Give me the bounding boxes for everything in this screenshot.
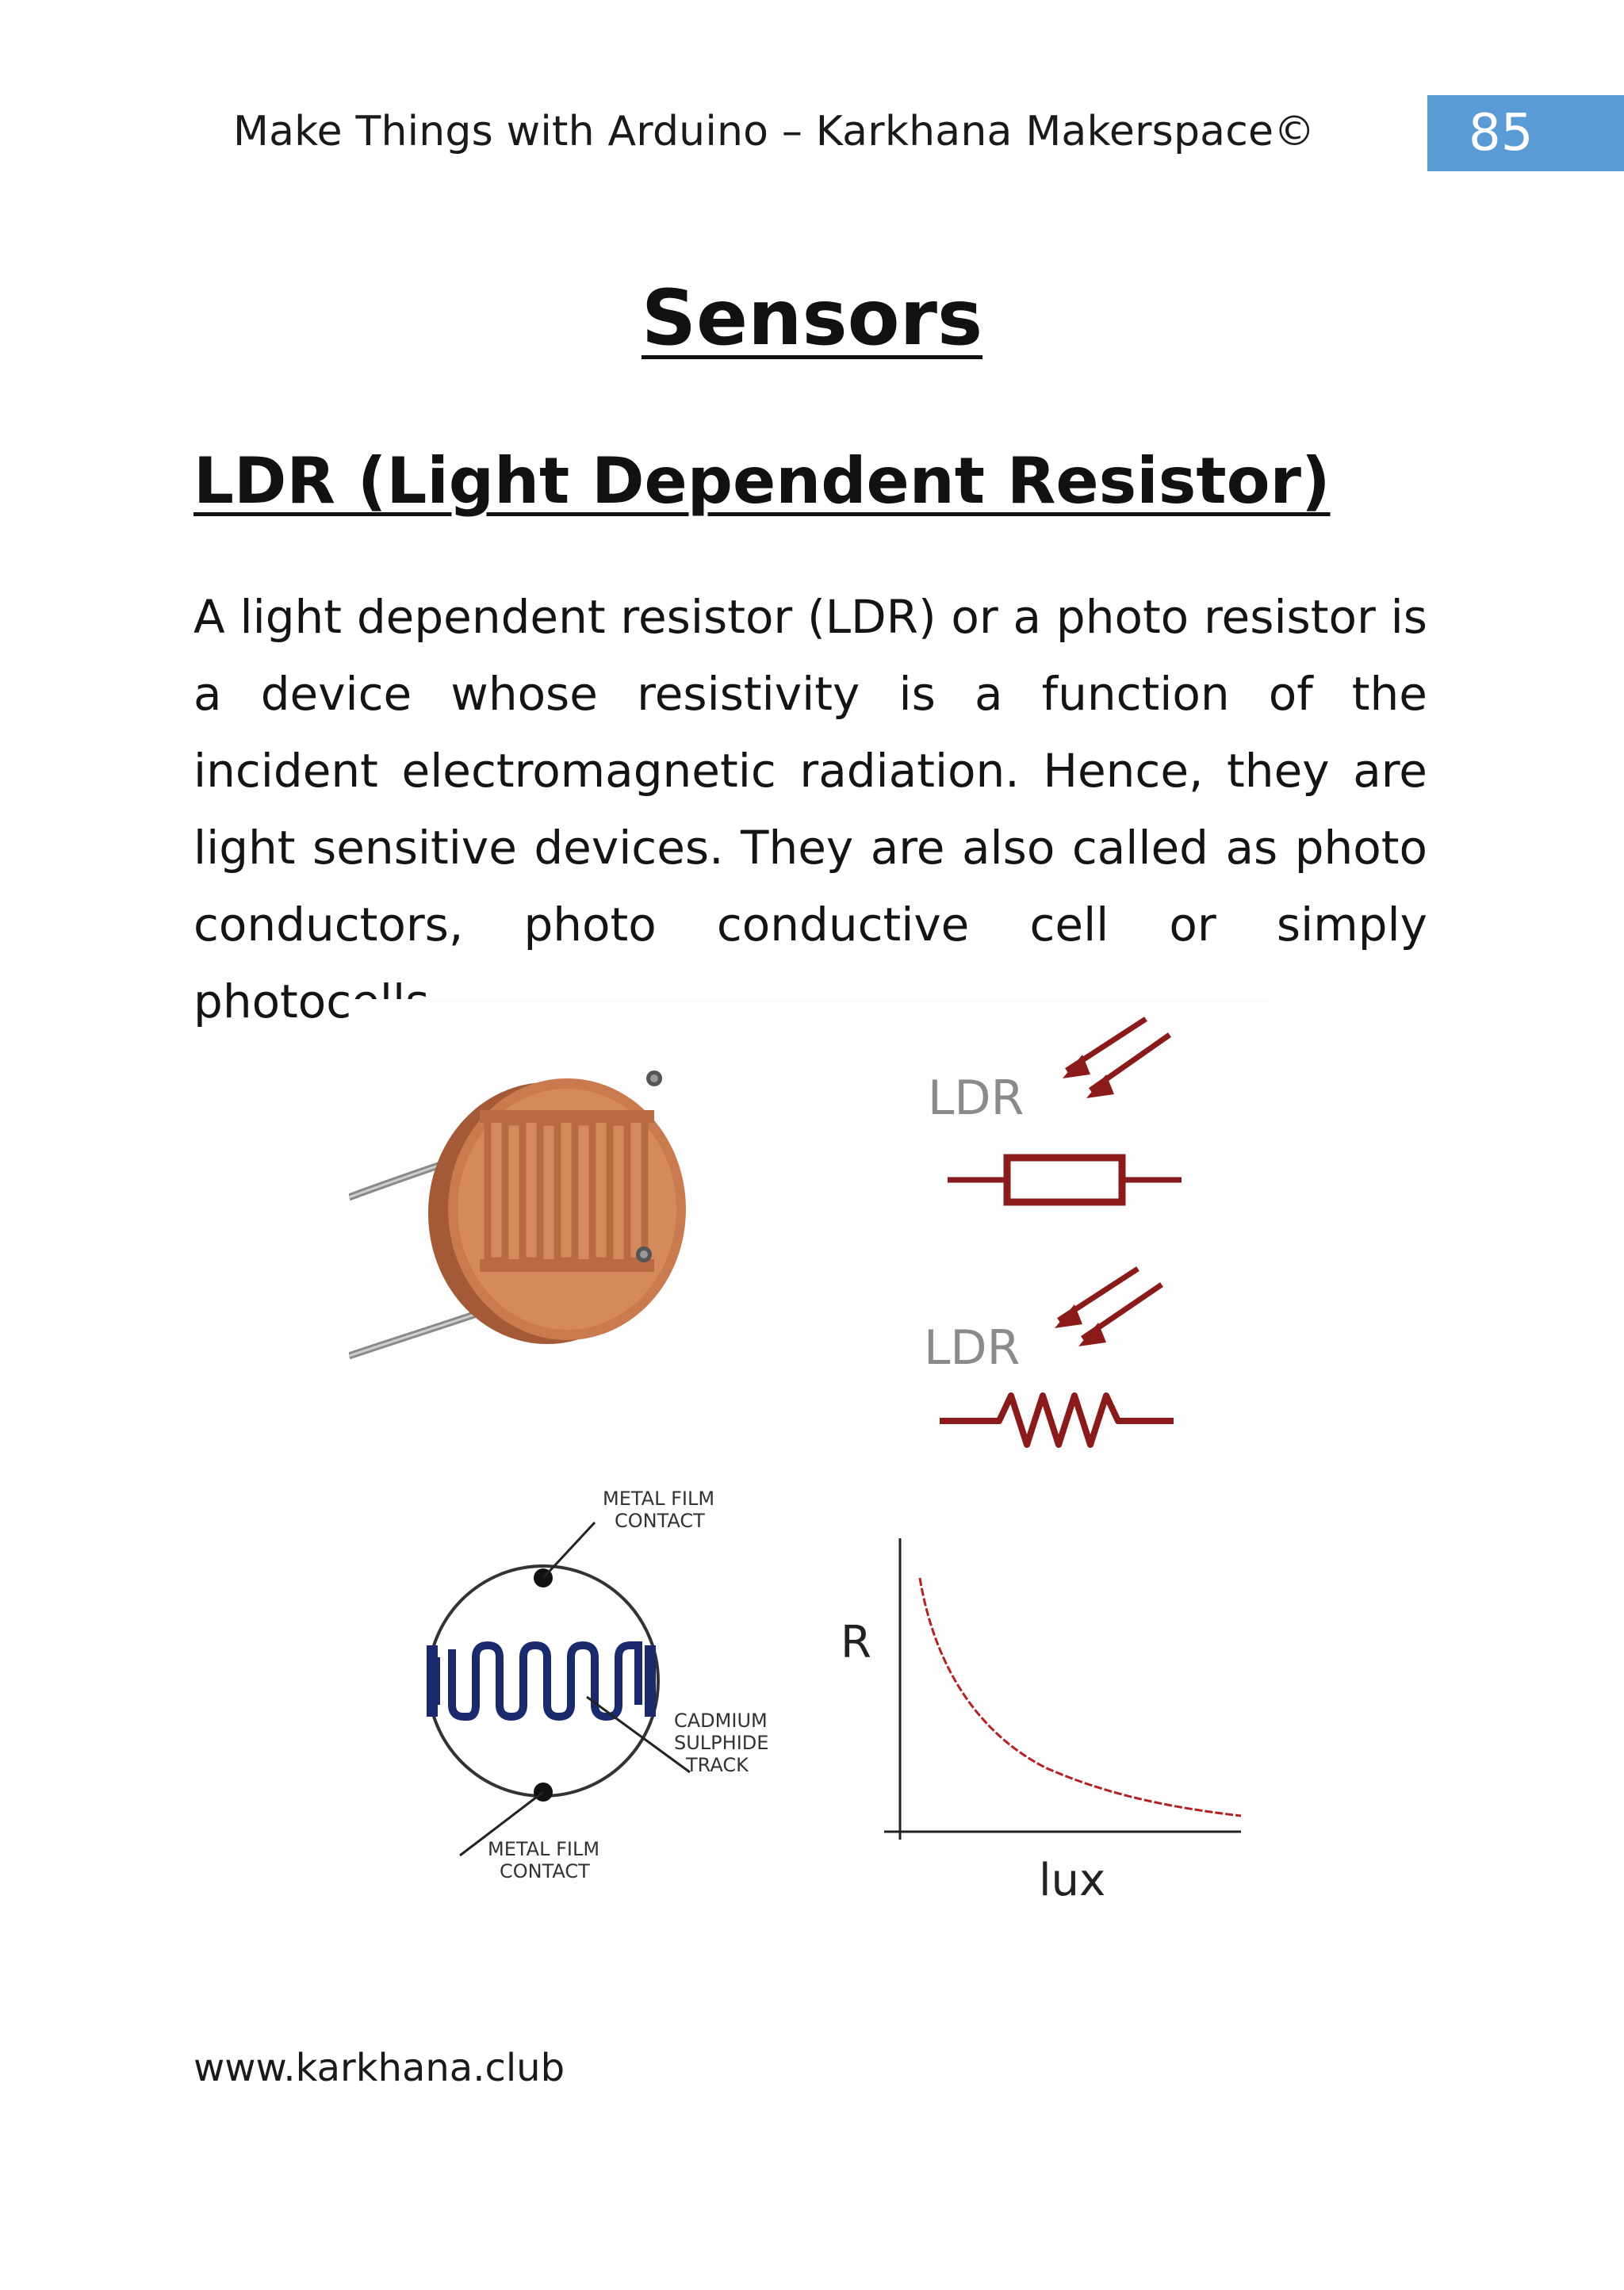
graph-y-label: R xyxy=(841,1617,871,1668)
label-cadmium: CADMIUM xyxy=(674,1710,768,1732)
label-sulphide: SULPHIDE xyxy=(674,1732,768,1754)
footer-url: www.karkhana.club xyxy=(193,2046,565,2090)
resistance-vs-lux-graph: R lux xyxy=(841,1538,1242,1906)
label-track: TRACK xyxy=(685,1754,749,1776)
page-number-badge: 85 xyxy=(1427,95,1624,171)
ldr-component-photo xyxy=(347,1070,686,1360)
section-heading: LDR (Light Dependent Resistor) xyxy=(193,444,1331,518)
header-title: Make Things with Arduino – Karkhana Make… xyxy=(233,108,1316,155)
label-metal-film-top-1: METAL FILM xyxy=(603,1488,714,1510)
ldr-symbol-zigzag: LDR xyxy=(924,1266,1174,1448)
symbol-label-1: LDR xyxy=(928,1070,1024,1126)
section-body-paragraph: A light dependent resistor (LDR) or a ph… xyxy=(193,590,1427,1028)
graph-x-label: lux xyxy=(1039,1855,1105,1906)
ldr-figure-svg: LDR LDR xyxy=(347,999,1269,1911)
label-metal-film-top-2: CONTACT xyxy=(615,1510,705,1532)
page-title: Sensors xyxy=(641,274,983,362)
label-metal-film-bottom-2: CONTACT xyxy=(500,1860,590,1882)
ldr-construction-diagram: METAL FILM CONTACT METAL FILM CONTACT CA… xyxy=(427,1488,768,1882)
label-metal-film-bottom-1: METAL FILM xyxy=(488,1838,599,1860)
ldr-symbol-rectangle: LDR xyxy=(928,1017,1182,1206)
ldr-figure: LDR LDR xyxy=(347,999,1269,1911)
symbol-label-2: LDR xyxy=(924,1320,1020,1376)
